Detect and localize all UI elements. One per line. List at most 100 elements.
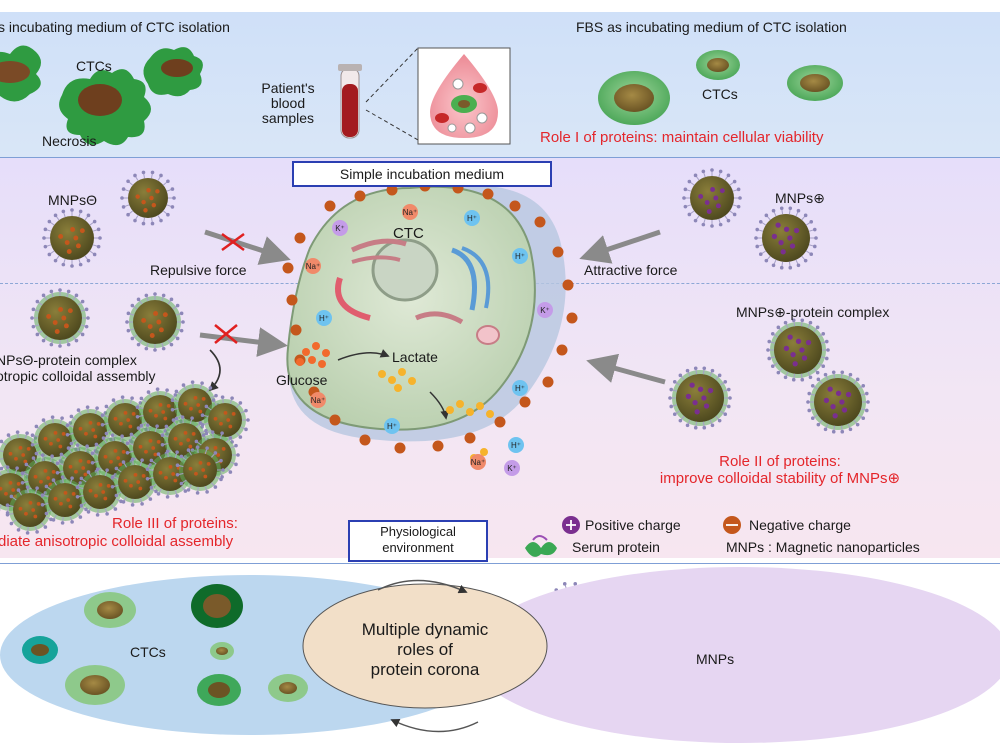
legend-mnps-definition: MNPs : Magnetic nanoparticles xyxy=(726,539,920,555)
mnp-negative xyxy=(42,208,102,268)
ion-na-icon: Na⁺ xyxy=(402,204,418,220)
negative-charge xyxy=(464,432,476,444)
ion-k-icon: K⁺ xyxy=(504,460,520,476)
svg-text:K⁺: K⁺ xyxy=(540,306,550,315)
ctc-large-cell xyxy=(286,185,566,442)
svg-text:Na⁺: Na⁺ xyxy=(403,208,417,217)
mnps-pos-label: MNPs⊕ xyxy=(775,190,825,206)
negative-charge xyxy=(482,188,494,200)
mnp-negative xyxy=(75,467,125,517)
mnps-neg-complex-label-2: otropic colloidal assembly xyxy=(0,368,156,384)
blood-label-1: Patient's xyxy=(261,80,315,96)
svg-text:H⁺: H⁺ xyxy=(515,252,525,261)
mnp-positive xyxy=(668,366,732,430)
role2-label-2: improve colloidal stability of MNPs⊕ xyxy=(659,470,901,487)
assembly-arrow xyxy=(199,327,288,357)
negative-charge xyxy=(394,442,406,454)
legend-serum-label: Serum protein xyxy=(572,539,660,555)
legend-positive-icon xyxy=(562,516,580,534)
negative-charge xyxy=(294,232,306,244)
ctc-cell-top-1 xyxy=(598,71,670,125)
mnp-environment-ellipse xyxy=(470,567,1000,743)
negative-charge xyxy=(552,246,564,258)
glucose-label: Glucose xyxy=(276,372,328,388)
negative-charge xyxy=(534,216,546,228)
ion-k-icon: K⁺ xyxy=(537,302,553,318)
blood-label-3: samples xyxy=(261,110,315,126)
negative-charge xyxy=(386,184,398,196)
mnp-negative xyxy=(125,292,185,352)
center-line-2: roles of xyxy=(397,640,453,659)
negative-charge xyxy=(542,376,554,388)
svg-text:H⁺: H⁺ xyxy=(387,422,397,431)
attractive-arrow xyxy=(579,229,661,264)
blood-drop-icon xyxy=(430,54,498,138)
mnp-positive xyxy=(754,206,818,270)
negative-charge xyxy=(290,324,302,336)
glucose-dots xyxy=(296,342,330,368)
mnp-negative xyxy=(5,485,55,535)
negative-charge xyxy=(562,279,574,291)
negative-charge xyxy=(282,262,294,274)
mnps-neg-complex-label-1: NPsΘ-protein complex xyxy=(0,352,137,368)
mnp-positive xyxy=(682,168,742,228)
ctcs-label-top-right: CTCs xyxy=(702,86,738,102)
ion-na-icon: Na⁺ xyxy=(305,258,321,274)
negative-charge xyxy=(556,344,568,356)
cycle-arrow-top xyxy=(377,579,468,594)
ion-h-icon: H⁺ xyxy=(316,310,332,326)
ctcs-label-top-left: CTCs xyxy=(76,58,112,74)
legend-negative-label: Negative charge xyxy=(749,517,851,533)
mnp-negative xyxy=(40,475,90,525)
simple-medium-box: Simple incubation medium xyxy=(292,161,552,187)
negative-charge xyxy=(432,440,444,452)
negative-charge xyxy=(494,416,506,428)
mnp-negative xyxy=(175,445,225,495)
mnp-negative xyxy=(110,457,160,507)
ion-h-icon: H⁺ xyxy=(512,380,528,396)
svg-text:K⁺: K⁺ xyxy=(335,224,345,233)
complex-arrow xyxy=(586,353,666,385)
svg-text:H⁺: H⁺ xyxy=(319,314,329,323)
blood-tube-icon xyxy=(338,64,362,139)
negative-charge xyxy=(359,434,371,446)
necrotic-cell-2 xyxy=(59,69,151,146)
svg-text:H⁺: H⁺ xyxy=(515,384,525,393)
lactate-label: Lactate xyxy=(392,349,438,365)
mnp-positive xyxy=(806,370,870,434)
panel-divider-bottom xyxy=(0,563,1000,564)
assembly-cross-icon xyxy=(214,324,238,344)
role2-label-1: Role II of proteins: xyxy=(719,453,841,470)
mnp-negative xyxy=(100,395,150,445)
center-line-3: protein corona xyxy=(370,660,480,679)
ctcs-bottom-label: CTCs xyxy=(130,644,166,660)
physiological-line-2: environment xyxy=(382,540,454,555)
blood-label-2: blood xyxy=(270,95,306,111)
svg-text:Na⁺: Na⁺ xyxy=(471,458,485,467)
panel-divider xyxy=(0,157,1000,158)
attractive-label: Attractive force xyxy=(584,262,678,278)
svg-text:K⁺: K⁺ xyxy=(507,464,517,473)
necrosis-label: Necrosis xyxy=(42,133,97,149)
role3-label-1: Role III of proteins: xyxy=(112,515,238,532)
ion-layer: Na⁺K⁺H⁺Na⁺H⁺H⁺K⁺H⁺Na⁺H⁺H⁺Na⁺K⁺ xyxy=(305,204,553,476)
svg-text:H⁺: H⁺ xyxy=(467,214,477,223)
glucose-lactate-arrow xyxy=(337,349,390,361)
role3-label-2: diate anisotropic colloidal assembly xyxy=(0,533,234,550)
colloidal-assembly xyxy=(0,380,250,535)
center-ellipse xyxy=(302,583,548,709)
ctc-negative-charges xyxy=(282,180,578,454)
top-right-title: FBS as incubating medium of CTC isolatio… xyxy=(576,19,847,35)
negative-charge xyxy=(286,294,298,306)
ctc-cell-top-3 xyxy=(787,65,843,101)
cycle-arrow-bottom xyxy=(390,719,479,733)
negative-charge xyxy=(519,396,531,408)
ctc-cell-top-2 xyxy=(696,50,740,80)
ctc-label: CTC xyxy=(393,225,424,242)
negative-charge xyxy=(324,200,336,212)
necrotic-cell-1 xyxy=(0,45,41,102)
center-line-1: Multiple dynamic xyxy=(361,620,489,639)
negative-charge xyxy=(566,312,578,324)
